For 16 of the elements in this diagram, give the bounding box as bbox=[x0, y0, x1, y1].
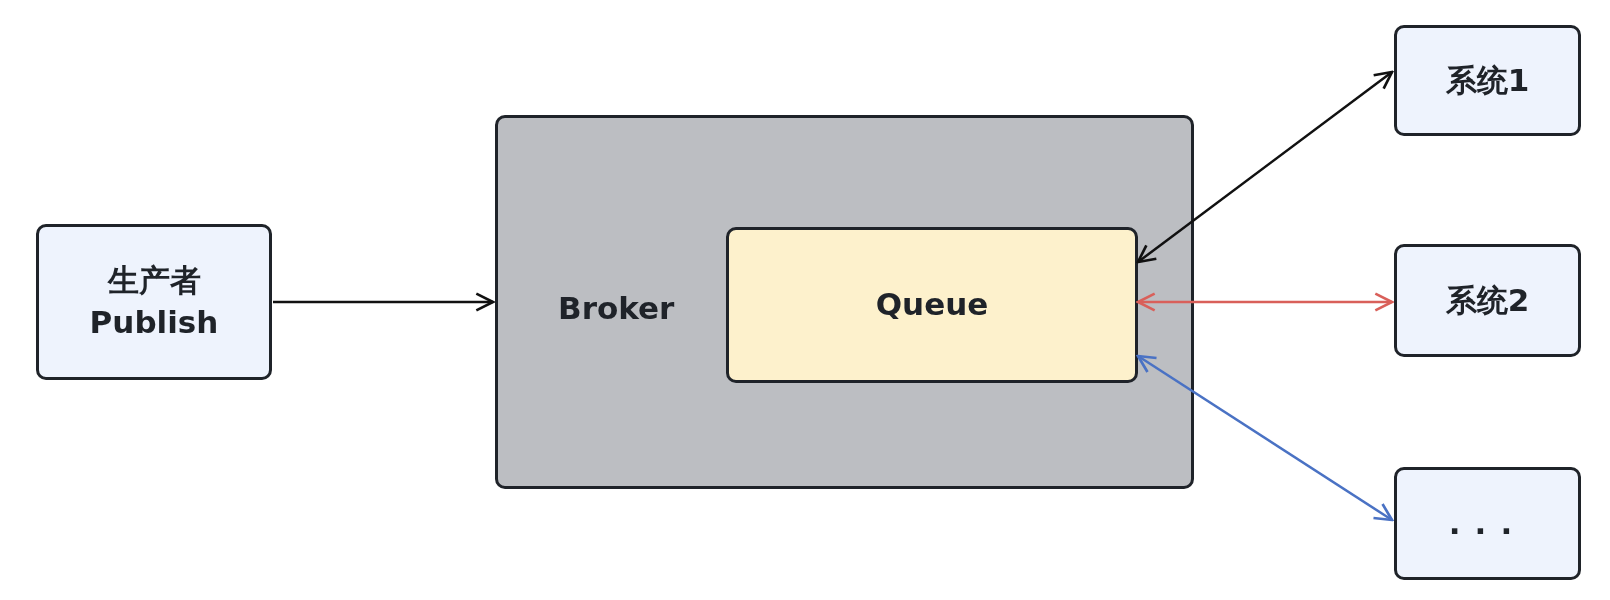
node-label: 生产者 Publish bbox=[89, 261, 219, 342]
arrow bbox=[273, 292, 495, 312]
node-label: Queue bbox=[875, 285, 989, 325]
arrow bbox=[1136, 292, 1394, 312]
arrow bbox=[1136, 354, 1394, 522]
node-label: 系统1 bbox=[1445, 60, 1530, 100]
system-box bbox=[1394, 244, 1581, 357]
node-label: 系统2 bbox=[1445, 280, 1530, 320]
system-box bbox=[1394, 467, 1581, 580]
node-label: ... bbox=[1448, 503, 1527, 543]
node-label: Broker bbox=[558, 289, 675, 328]
queue-box bbox=[726, 227, 1138, 383]
container-box bbox=[495, 115, 1194, 489]
arrow bbox=[1136, 70, 1394, 264]
system-box bbox=[1394, 25, 1581, 136]
process-box bbox=[36, 224, 272, 380]
